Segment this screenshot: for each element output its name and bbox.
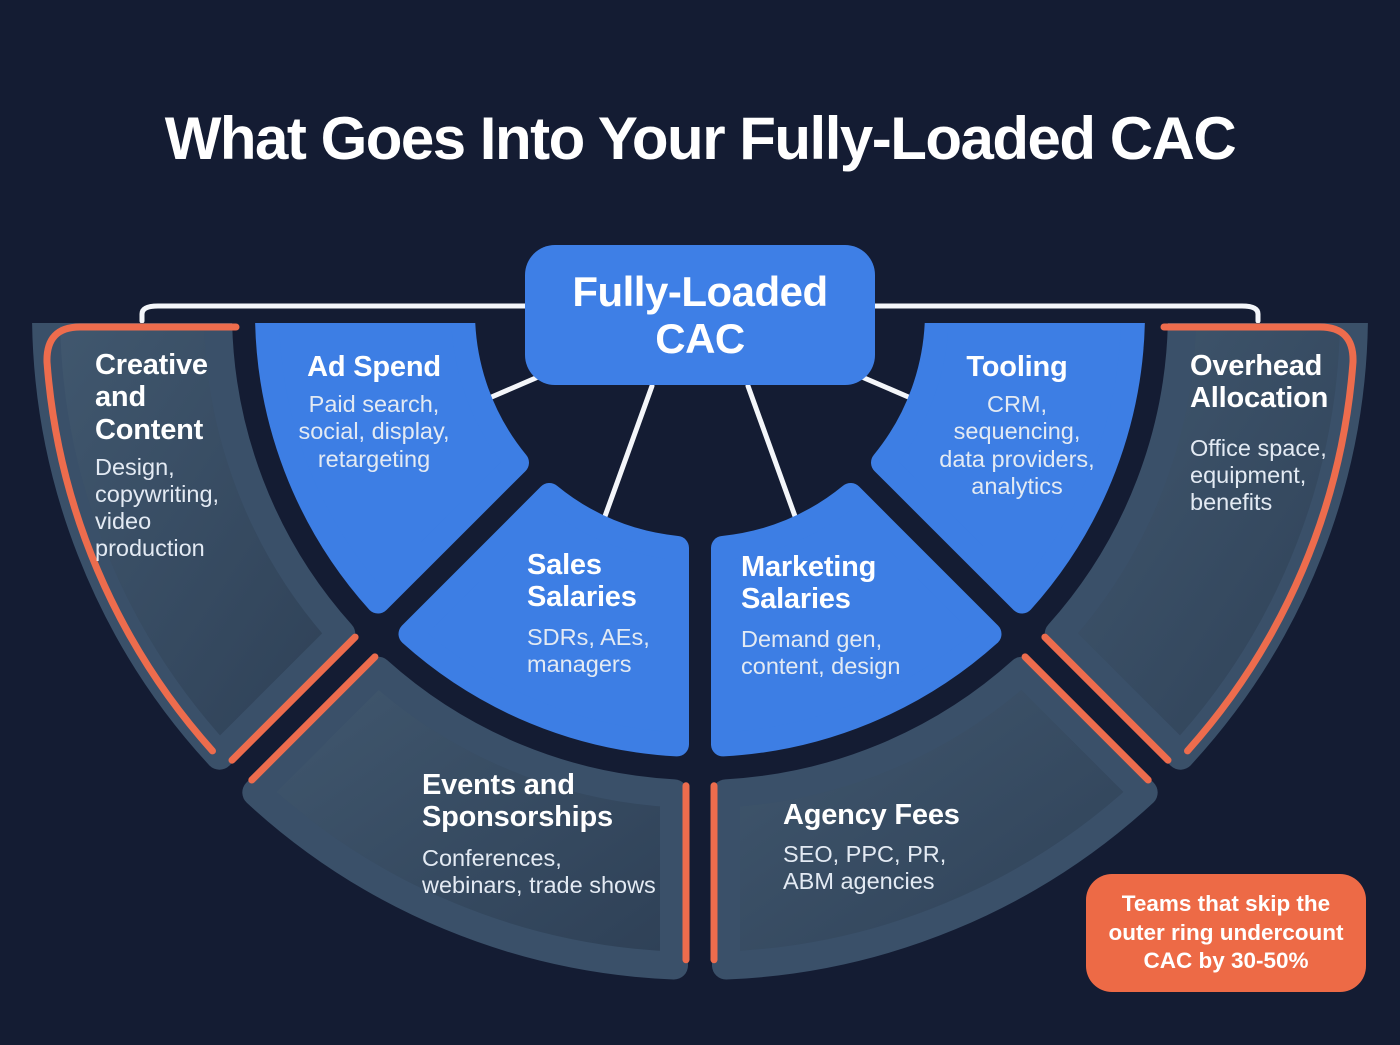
connector-to-marketing: [745, 383, 799, 522]
segment-title: Marketing Salaries: [741, 551, 877, 616]
segment-detail: SDRs, AEs, managers: [527, 623, 650, 677]
segment-ad-spend: Ad Spend Paid search, social, display, r…: [254, 351, 494, 473]
creative-orange-edge: [43, 323, 240, 755]
connector-lines: [139, 303, 1261, 522]
orange-divider-overhead: [1041, 633, 1172, 764]
page-title: What Goes Into Your Fully-Loaded CAC: [164, 105, 1237, 172]
wedge-marketing-salaries: [711, 483, 1002, 757]
overhead-orange-edge: [1160, 323, 1357, 755]
segment-detail: Conferences, webinars, trade shows: [422, 844, 656, 898]
segment-sales-salaries: Sales Salaries SDRs, AEs, managers: [527, 549, 650, 678]
segment-detail: CRM, sequencing, data providers, analyti…: [939, 391, 1095, 499]
segment-overhead-allocation: Overhead Allocation Office space, equipm…: [1190, 350, 1328, 516]
segment-title: Agency Fees: [783, 799, 960, 831]
orange-accents: [43, 323, 1357, 964]
segment-detail: Demand gen, content, design: [741, 625, 901, 679]
wedge-events-sponsorships: [242, 656, 688, 980]
segment-title: Overhead Allocation: [1190, 350, 1329, 415]
segment-events-sponsorships: Events and Sponsorships Conferences, web…: [422, 769, 656, 899]
wedge-agency-fees: [712, 656, 1158, 980]
segment-detail: Office space, equipment, benefits: [1190, 434, 1327, 515]
segment-detail: Paid search, social, display, retargetin…: [298, 391, 450, 472]
orange-divider-agency-right: [1021, 653, 1152, 784]
segment-detail: SEO, PPC, PR, ABM agencies: [783, 841, 947, 895]
segment-title: Creative and Content: [95, 349, 208, 446]
segment-detail: Design, copywriting, video production: [95, 454, 220, 562]
segment-marketing-salaries: Marketing Salaries Demand gen, content, …: [741, 551, 900, 680]
connector-to-sales: [601, 383, 655, 522]
wedge-sales-salaries: [398, 483, 689, 757]
segment-tooling: Tooling CRM, sequencing, data providers,…: [897, 351, 1137, 500]
cac-center-label: Fully-Loaded CAC: [572, 267, 828, 362]
orange-divider-creative: [228, 633, 359, 764]
segment-title: Ad Spend: [307, 351, 441, 383]
wedge-ad-spend: [255, 323, 529, 614]
segment-title: Tooling: [966, 351, 1068, 383]
segment-title: Events and Sponsorships: [422, 769, 613, 834]
callout-text: Teams that skip the outer ring undercoun…: [1108, 891, 1344, 974]
connector-to-overhead: [870, 303, 1261, 324]
segment-creative-content: Creative and Content Design, copywriting…: [95, 349, 219, 562]
wedge-tooling: [871, 323, 1145, 614]
segment-title: Sales Salaries: [527, 549, 637, 614]
connector-to-creative: [139, 303, 530, 324]
orange-divider-events-left: [248, 653, 379, 784]
callout-note: Teams that skip the outer ring undercoun…: [1086, 874, 1366, 992]
segment-agency-fees: Agency Fees SEO, PPC, PR, ABM agencies: [783, 799, 960, 896]
cac-center-box: Fully-Loaded CAC: [525, 245, 875, 385]
fan-segments: [32, 323, 1368, 980]
